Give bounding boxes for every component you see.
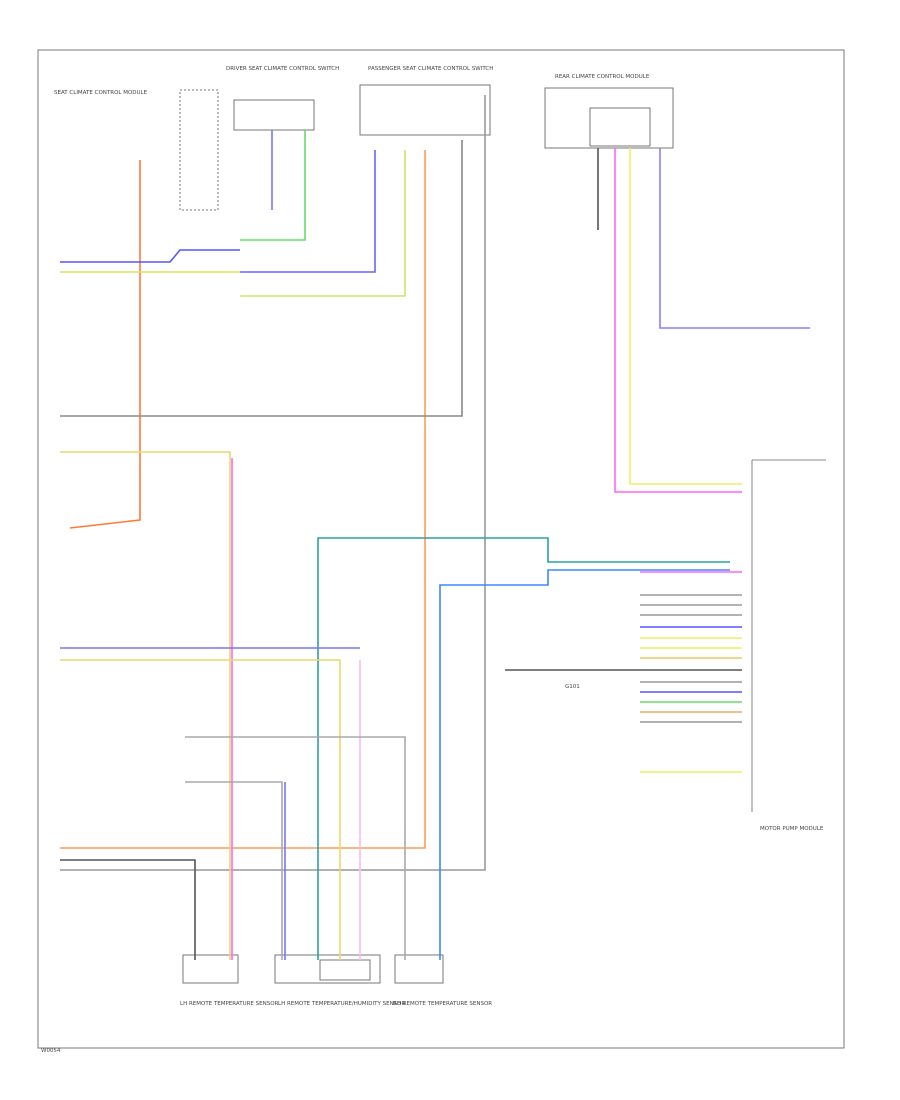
wire-blue-right	[439, 569, 730, 960]
wire-gray-bottom-1	[185, 736, 406, 960]
center-sensor-box	[274, 954, 381, 984]
left-note-label: SEAT CLIMATE CONTROL MODULE	[54, 90, 148, 96]
wire-gray-horizontal	[60, 140, 463, 417]
wire-blue-top-left	[60, 249, 240, 263]
wire-orange-center	[60, 150, 426, 849]
right-sensor-box	[394, 954, 444, 984]
wire-yellow-left	[60, 451, 231, 960]
rear-climate-module	[544, 87, 674, 149]
left-sensor-label: LH REMOTE TEMPERATURE SENSOR	[180, 1001, 279, 1007]
top-switch-label: DRIVER SEAT CLIMATE CONTROL SWITCH	[226, 66, 339, 72]
wire-yellow-right	[629, 148, 742, 485]
top-right-module-label: REAR CLIMATE CONTROL MODULE	[555, 74, 650, 80]
wire-yellow-long	[60, 659, 341, 960]
top-left-switch-box	[179, 89, 219, 211]
ground-label: G101	[565, 684, 580, 690]
wire-blue-top-right	[659, 148, 810, 329]
wire-yellow-mid	[240, 150, 406, 297]
wire-black-loop	[60, 95, 486, 871]
footer-code: W0054	[41, 1048, 61, 1054]
wire-teal	[317, 537, 730, 960]
motor-module-label: MOTOR PUMP MODULE	[760, 826, 824, 832]
passenger-seat-switch-box	[359, 84, 491, 136]
wire-blue-mid	[240, 150, 376, 273]
center-sensor-label: LH REMOTE TEMPERATURE/HUMIDITY SENSOR	[278, 1001, 405, 1007]
wire-group	[60, 95, 810, 960]
wire-green-switch	[240, 130, 306, 241]
center-sensor-inner-box	[319, 959, 371, 981]
driver-seat-switch-box	[233, 99, 315, 131]
left-sensor-box	[182, 954, 239, 984]
diagram-frame	[37, 49, 845, 1049]
wire-black-bottom	[60, 859, 196, 960]
wire-gray-bottom-2	[185, 781, 283, 960]
right-sensor-label: RH REMOTE TEMPERATURE SENSOR	[393, 1001, 492, 1007]
rear-climate-module-inner	[589, 107, 651, 147]
top-module-label: PASSENGER SEAT CLIMATE CONTROL SWITCH	[368, 66, 493, 72]
wire-orange-left	[69, 160, 141, 529]
wire-magenta-right	[614, 148, 742, 493]
